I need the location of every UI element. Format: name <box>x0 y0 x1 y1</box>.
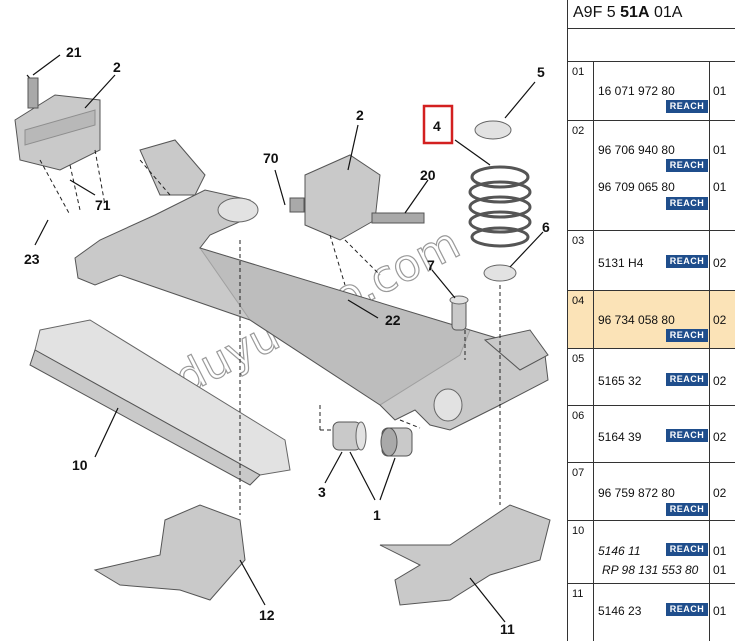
bump-stop <box>449 295 469 331</box>
qty-divider <box>709 62 710 120</box>
callout-21: 21 <box>66 44 82 60</box>
callout-20: 20 <box>420 167 436 183</box>
row-number: 07 <box>568 463 594 520</box>
callout-4: 4 <box>433 118 441 134</box>
reach-badge[interactable]: REACH <box>666 543 708 556</box>
axle-bushings <box>332 421 413 457</box>
part-quantity: 01 <box>713 143 727 157</box>
mount-bracket-left <box>14 74 101 171</box>
callout-71: 71 <box>95 197 111 213</box>
row-number: 10 <box>568 521 594 583</box>
callout-1: 1 <box>373 507 381 523</box>
part-reference[interactable]: 16 071 972 80 <box>598 84 675 98</box>
part-reference[interactable]: 5146 11 <box>598 544 641 558</box>
callout-22: 22 <box>385 312 401 328</box>
callout-10: 10 <box>72 457 88 473</box>
part-reference[interactable]: 5146 23 <box>598 604 642 618</box>
row-number: 06 <box>568 406 594 462</box>
parts-row[interactable]: 05 5165 32 REACH 02 <box>568 349 735 406</box>
qty-divider <box>709 406 710 462</box>
part-reference-alt[interactable]: RP 98 131 553 80 <box>602 563 699 577</box>
row-number: 04 <box>568 291 594 348</box>
qty-divider <box>709 521 710 583</box>
callout-leaders <box>32 54 544 623</box>
part-reference[interactable]: 96 706 940 80 <box>598 143 675 157</box>
rear-axle-beam <box>74 139 549 431</box>
callout-labels: 21 2 71 23 2 70 20 22 4 5 6 7 10 3 1 12 … <box>24 44 550 637</box>
part-quantity: 02 <box>713 430 727 444</box>
parts-row[interactable]: 03 5131 H4 REACH 02 <box>568 231 735 291</box>
part-quantity: 02 <box>713 313 727 327</box>
qty-divider <box>709 291 710 348</box>
parts-row[interactable]: 07 96 759 872 80 REACH 02 <box>568 463 735 521</box>
qty-divider <box>709 231 710 290</box>
callout-7: 7 <box>427 257 435 273</box>
part-quantity: 01 <box>713 604 727 618</box>
coil-spring <box>468 120 532 282</box>
part-quantity-alt: 01 <box>713 180 727 194</box>
parts-row[interactable]: 02 96 706 940 80 REACH 96 709 065 80 REA… <box>568 121 735 231</box>
callout-70: 70 <box>263 150 279 166</box>
callout-6: 6 <box>542 219 550 235</box>
header-prefix: A9F 5 <box>573 4 621 21</box>
header-bold: 51A <box>620 4 650 21</box>
reach-badge[interactable]: REACH <box>666 373 708 386</box>
part-reference[interactable]: 96 759 872 80 <box>598 486 675 500</box>
callout-3: 3 <box>318 484 326 500</box>
row-number: 05 <box>568 349 594 405</box>
panel-header: A9F 5 51A 01A <box>568 0 735 28</box>
part-quantity-alt: 01 <box>713 563 727 577</box>
reach-badge[interactable]: REACH <box>666 197 708 210</box>
splash-guard-left <box>93 504 246 601</box>
callout-12: 12 <box>259 607 275 623</box>
part-reference[interactable]: 5165 32 <box>598 374 642 388</box>
mount-bracket-center <box>289 154 425 241</box>
parts-row[interactable]: 10 5146 11 REACH RP 98 131 553 80 01 01 <box>568 521 735 584</box>
parts-row-selected[interactable]: 04 96 734 058 80 REACH 02 <box>568 291 735 349</box>
reach-badge[interactable]: REACH <box>666 503 708 516</box>
callout-23: 23 <box>24 251 40 267</box>
reach-badge[interactable]: REACH <box>666 329 708 342</box>
part-reference[interactable]: 5164 39 <box>598 430 642 444</box>
parts-list-panel: A9F 5 51A 01A 01 16 071 972 80 REACH 01 … <box>567 0 735 641</box>
qty-divider <box>709 349 710 405</box>
reach-badge[interactable]: REACH <box>666 100 708 113</box>
callout-2-center: 2 <box>356 107 364 123</box>
qty-divider <box>709 463 710 520</box>
part-quantity: 01 <box>713 544 727 558</box>
header-suffix: 01A <box>649 4 683 21</box>
reach-badge[interactable]: REACH <box>666 603 708 616</box>
qty-divider <box>709 584 710 641</box>
part-quantity: 01 <box>713 84 727 98</box>
reach-badge[interactable]: REACH <box>666 255 708 268</box>
reach-badge[interactable]: REACH <box>666 429 708 442</box>
qty-divider <box>709 121 710 230</box>
callout-2-left: 2 <box>113 59 121 75</box>
highlight-box <box>422 104 454 145</box>
part-reference-alt[interactable]: 96 709 065 80 <box>598 180 675 194</box>
row-number: 01 <box>568 62 594 120</box>
part-reference[interactable]: 5131 H4 <box>598 256 644 270</box>
callout-5: 5 <box>537 64 545 80</box>
part-quantity: 02 <box>713 374 727 388</box>
diagram-canvas: duyukoto.com <box>14 44 551 637</box>
row-number: 11 <box>568 584 594 641</box>
row-number: 02 <box>568 121 594 230</box>
exploded-parts-diagram: duyukoto.com <box>14 44 551 637</box>
splash-guard-right <box>379 504 551 606</box>
parts-row[interactable]: 01 16 071 972 80 REACH 01 <box>568 62 735 121</box>
reach-badge[interactable]: REACH <box>666 159 708 172</box>
part-quantity: 02 <box>713 256 727 270</box>
parts-row[interactable]: 06 5164 39 REACH 02 <box>568 406 735 463</box>
part-quantity: 02 <box>713 486 727 500</box>
callout-11: 11 <box>500 621 515 637</box>
assembly-guide-lines <box>39 149 501 515</box>
row-number: 03 <box>568 231 594 290</box>
heat-shield <box>29 319 291 486</box>
parts-row[interactable]: 11 5146 23 REACH 01 <box>568 584 735 641</box>
panel-header-spacer <box>568 28 735 62</box>
part-reference[interactable]: 96 734 058 80 <box>598 313 675 327</box>
